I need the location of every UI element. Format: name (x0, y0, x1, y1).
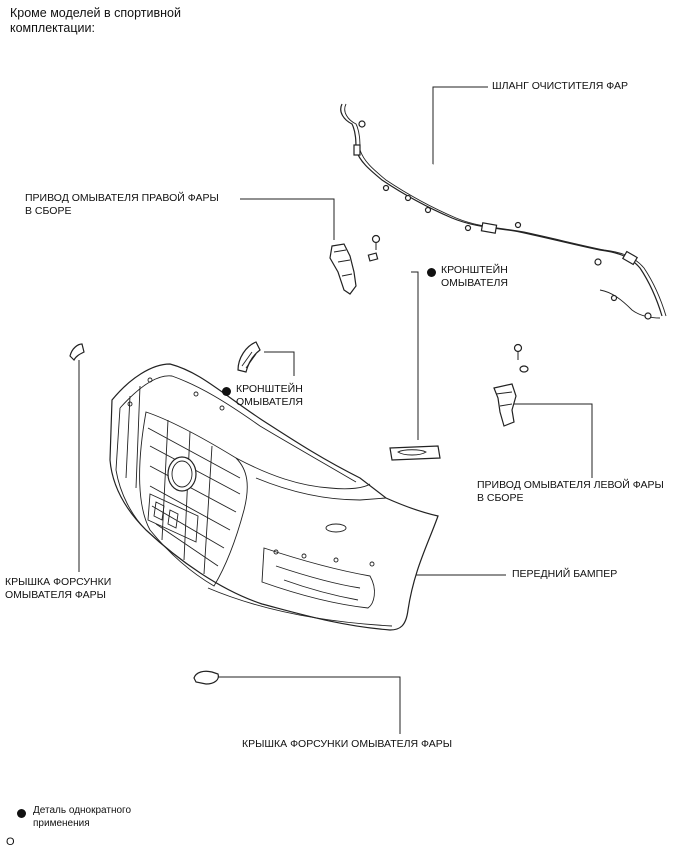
left-washer-actuator (493, 343, 529, 427)
right-washer-bracket (237, 341, 261, 373)
one-time-use-marker-left-bracket (427, 268, 436, 277)
leader-lines (78, 86, 593, 734)
front-bumper (109, 363, 439, 631)
legend-marker (17, 809, 26, 818)
header-line-2: комплектации: (10, 21, 95, 35)
label-nozzle-cover-left-1: КРЫШКА ФОРСУНКИ (5, 576, 112, 588)
label-nozzle-cover-bottom: КРЫШКА ФОРСУНКИ ОМЫВАТЕЛЯ ФАРЫ (242, 738, 453, 750)
legend-line-2: применения (33, 818, 90, 829)
legend-line-1: Деталь однократного (33, 805, 132, 816)
one-time-use-marker-right-bracket (222, 387, 231, 396)
label-headlight-hose: ШЛАНГ ОЧИСТИТЕЛЯ ФАР (492, 80, 628, 92)
label-bracket-right-2: ОМЫВАТЕЛЯ (236, 396, 303, 408)
label-bracket-right-1: КРОНШТЕЙН (236, 383, 303, 395)
label-front-bumper: ПЕРЕДНИЙ БАМПЕР (512, 568, 618, 580)
headlight-hose (340, 103, 667, 320)
label-nozzle-cover-left-2: ОМЫВАТЕЛЯ ФАРЫ (5, 589, 106, 601)
header-line-1: Кроме моделей в спортивной (10, 6, 181, 20)
footer-code: O (6, 836, 15, 848)
label-left-actuator-1: ПРИВОД ОМЫВАТЕЛЯ ЛЕВОЙ ФАРЫ (477, 479, 664, 491)
nozzle-cover-left (69, 343, 85, 362)
left-washer-bracket (389, 445, 441, 461)
label-bracket-left-1: КРОНШТЕЙН (441, 264, 508, 276)
right-washer-actuator (329, 234, 381, 295)
nozzle-cover-bottom (193, 670, 219, 685)
label-bracket-left-2: ОМЫВАТЕЛЯ (441, 277, 508, 289)
label-left-actuator-2: В СБОРЕ (477, 492, 524, 504)
label-right-actuator-1: ПРИВОД ОМЫВАТЕЛЯ ПРАВОЙ ФАРЫ (25, 192, 219, 204)
label-right-actuator-2: В СБОРЕ (25, 205, 72, 217)
